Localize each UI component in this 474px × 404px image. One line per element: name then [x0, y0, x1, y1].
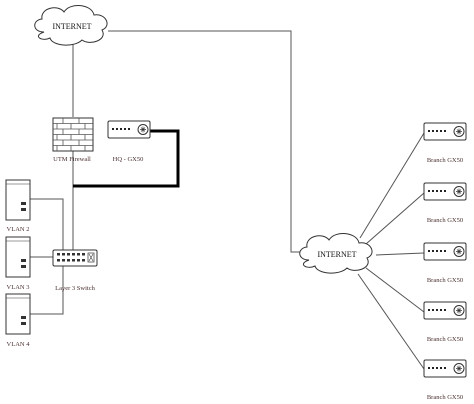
- brick-wall-icon: [52, 117, 94, 152]
- branch-label: Branch GX50: [427, 157, 463, 164]
- hq-gx50[interactable]: HQ - GX50: [107, 120, 151, 163]
- branch-label: Branch GX50: [427, 336, 463, 343]
- vlan-3-server[interactable]: VLAN 3: [5, 236, 31, 291]
- router-appliance-icon: [423, 301, 467, 320]
- utm-firewall[interactable]: UTM Firewall: [52, 117, 94, 163]
- cloud-label-top: INTERNET: [52, 22, 91, 31]
- network-switch-icon: [52, 249, 98, 267]
- router-appliance-icon: [423, 242, 467, 261]
- vlan-label: VLAN 4: [7, 341, 31, 348]
- link-cloud-to-branch-3: [375, 252, 425, 256]
- vlan-label: VLAN 2: [7, 226, 30, 233]
- router-appliance-icon: [423, 122, 467, 141]
- server-tower-icon: [5, 179, 31, 221]
- link-vlan2-to-switch: [30, 198, 64, 250]
- branch-gx50-4[interactable]: Branch GX50: [423, 301, 467, 343]
- router-appliance-icon: [107, 120, 151, 139]
- branch-gx50-1[interactable]: Branch GX50: [423, 122, 467, 164]
- firewall-label: UTM Firewall: [53, 156, 91, 163]
- vlan-4-server[interactable]: VLAN 4: [5, 293, 31, 348]
- link-cloud-to-branch-1: [359, 132, 425, 239]
- connection-lines: [30, 30, 425, 370]
- vlan-label: VLAN 3: [7, 284, 30, 291]
- branch-gx50-3[interactable]: Branch GX50: [423, 242, 467, 284]
- branch-label: Branch GX50: [427, 277, 463, 284]
- hq-label: HQ - GX50: [113, 156, 144, 163]
- server-tower-icon: [5, 236, 31, 278]
- router-appliance-icon: [423, 359, 467, 378]
- vlan-2-server[interactable]: VLAN 2: [5, 179, 31, 233]
- branch-label: Branch GX50: [427, 394, 463, 401]
- cloud-label-middle: INTERNET: [317, 250, 356, 259]
- router-appliance-icon: [423, 182, 467, 201]
- link-cloud-to-branch-4: [365, 267, 425, 313]
- internet-cloud-middle[interactable]: INTERNET: [299, 233, 373, 274]
- layer3-switch[interactable]: Layer 3 Switch: [52, 249, 98, 292]
- link-cloud-to-branch-2: [365, 192, 425, 245]
- internet-cloud-top[interactable]: INTERNET: [34, 5, 108, 46]
- hq-thick-link: [73, 129, 180, 188]
- branch-label: Branch GX50: [427, 217, 463, 224]
- branch-gx50-5[interactable]: Branch GX50: [423, 359, 467, 401]
- link-vlan4-to-switch: [30, 266, 64, 315]
- link-internet-to-internet: [108, 30, 302, 253]
- server-tower-icon: [5, 293, 31, 335]
- link-cloud-to-branch-5: [357, 273, 425, 370]
- branch-gx50-2[interactable]: Branch GX50: [423, 182, 467, 224]
- switch-label: Layer 3 Switch: [55, 285, 95, 292]
